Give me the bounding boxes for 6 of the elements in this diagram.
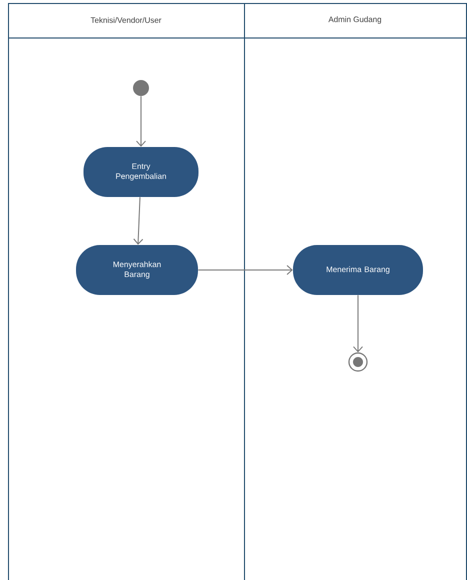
arrow xyxy=(136,96,146,147)
start-node xyxy=(133,80,149,96)
arrow xyxy=(133,196,144,245)
arrow xyxy=(353,294,363,352)
end-node xyxy=(348,352,368,372)
arrow xyxy=(198,265,293,275)
